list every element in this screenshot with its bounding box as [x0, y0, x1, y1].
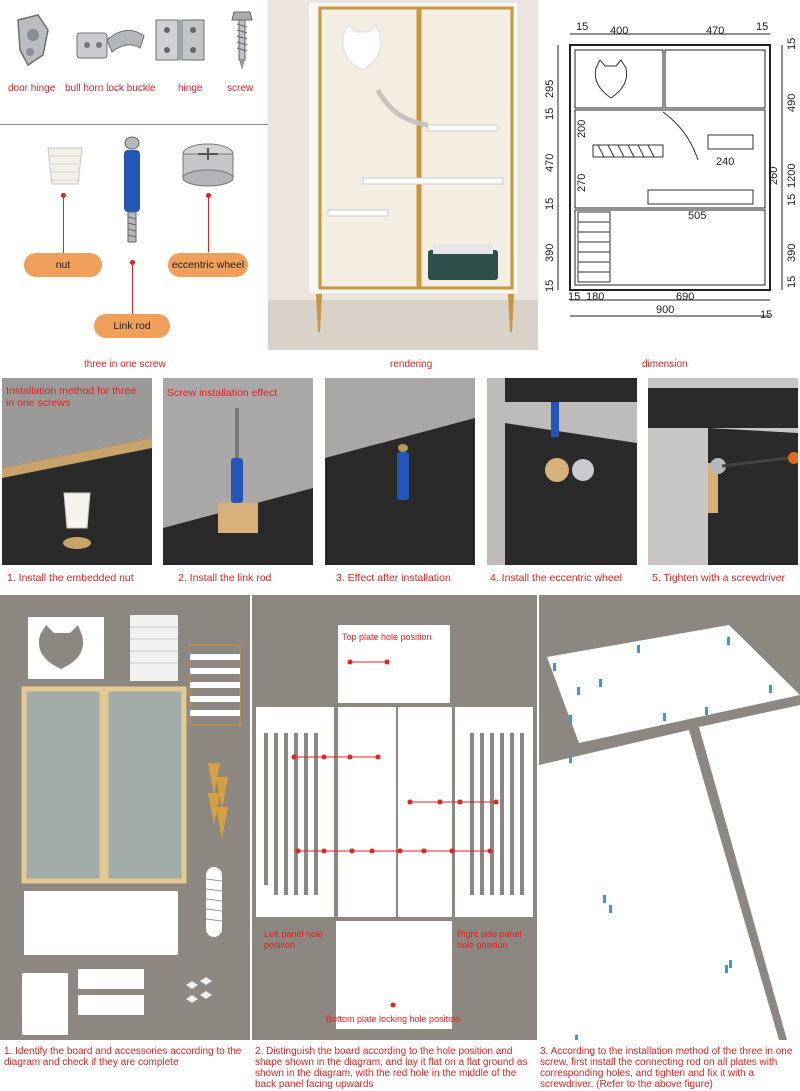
- step3-photo: [325, 378, 475, 565]
- step5-photo: [648, 378, 798, 565]
- eccentric-wheel-image: [182, 143, 234, 187]
- rendering-image: [268, 0, 538, 350]
- panel1-title: Installation method for three in one scr…: [6, 385, 137, 409]
- bottom-caption-1: 1. Identify the board and accessories ac…: [4, 1046, 242, 1068]
- divider: [0, 124, 268, 125]
- nut-pill: nut: [24, 253, 102, 277]
- bottom-plate-label: Bottom plate locking hole position: [326, 1014, 461, 1024]
- door-hinge-label: door hinge: [8, 83, 56, 94]
- panel2-title: Screw installation effect: [167, 387, 278, 399]
- caption-dimension: dimension: [642, 359, 688, 370]
- lock-buckle-label: bull horn lock buckle: [65, 83, 156, 94]
- eccentric-wheel-pill: eccentric wheel: [168, 253, 248, 277]
- hinge-label: hinge: [178, 83, 203, 94]
- link-rod-image: [124, 136, 140, 243]
- step4-photo: [487, 378, 637, 565]
- top-plate-label: Top plate hole position: [342, 632, 432, 642]
- boards-accessories-panel: [0, 595, 250, 1040]
- screw-label: screw: [227, 83, 254, 94]
- step-5: 5. Tighten with a screwdriver: [652, 572, 786, 584]
- link-rod-pill: Link rod: [94, 314, 170, 338]
- step-3: 3. Effect after installation: [336, 572, 451, 584]
- left-panel-label: Left panel hole position: [264, 929, 324, 950]
- bottom-caption-2: 2. Distinguish the board according to th…: [255, 1046, 528, 1090]
- hole-position-panel: Top plate hole position Left panel hole …: [252, 595, 537, 1040]
- caption-three-in-one: three in one screw: [84, 359, 166, 370]
- bottom-caption-3: 3. According to the installation method …: [540, 1046, 793, 1090]
- dimension-drawing: 15 400 470 15 295 15 470 15 390 15 200 2…: [538, 0, 800, 350]
- step2-photo: [163, 378, 313, 565]
- right-panel-label: Right side panel hole position: [457, 929, 522, 950]
- hinge-image: [155, 19, 205, 61]
- caption-rendering: rendering: [390, 359, 433, 370]
- connecting-rods-panel: [539, 595, 800, 1040]
- step-1: 1. Install the embedded nut: [7, 572, 134, 584]
- door-hinge-image: [17, 14, 49, 67]
- lock-buckle-image: [76, 29, 145, 59]
- screw-image: [231, 11, 253, 70]
- step-4: 4. Install the eccentric wheel: [490, 572, 622, 584]
- step-2: 2. Install the link rod: [178, 572, 272, 584]
- step1-photo: [2, 378, 152, 565]
- nut-image: [47, 147, 83, 185]
